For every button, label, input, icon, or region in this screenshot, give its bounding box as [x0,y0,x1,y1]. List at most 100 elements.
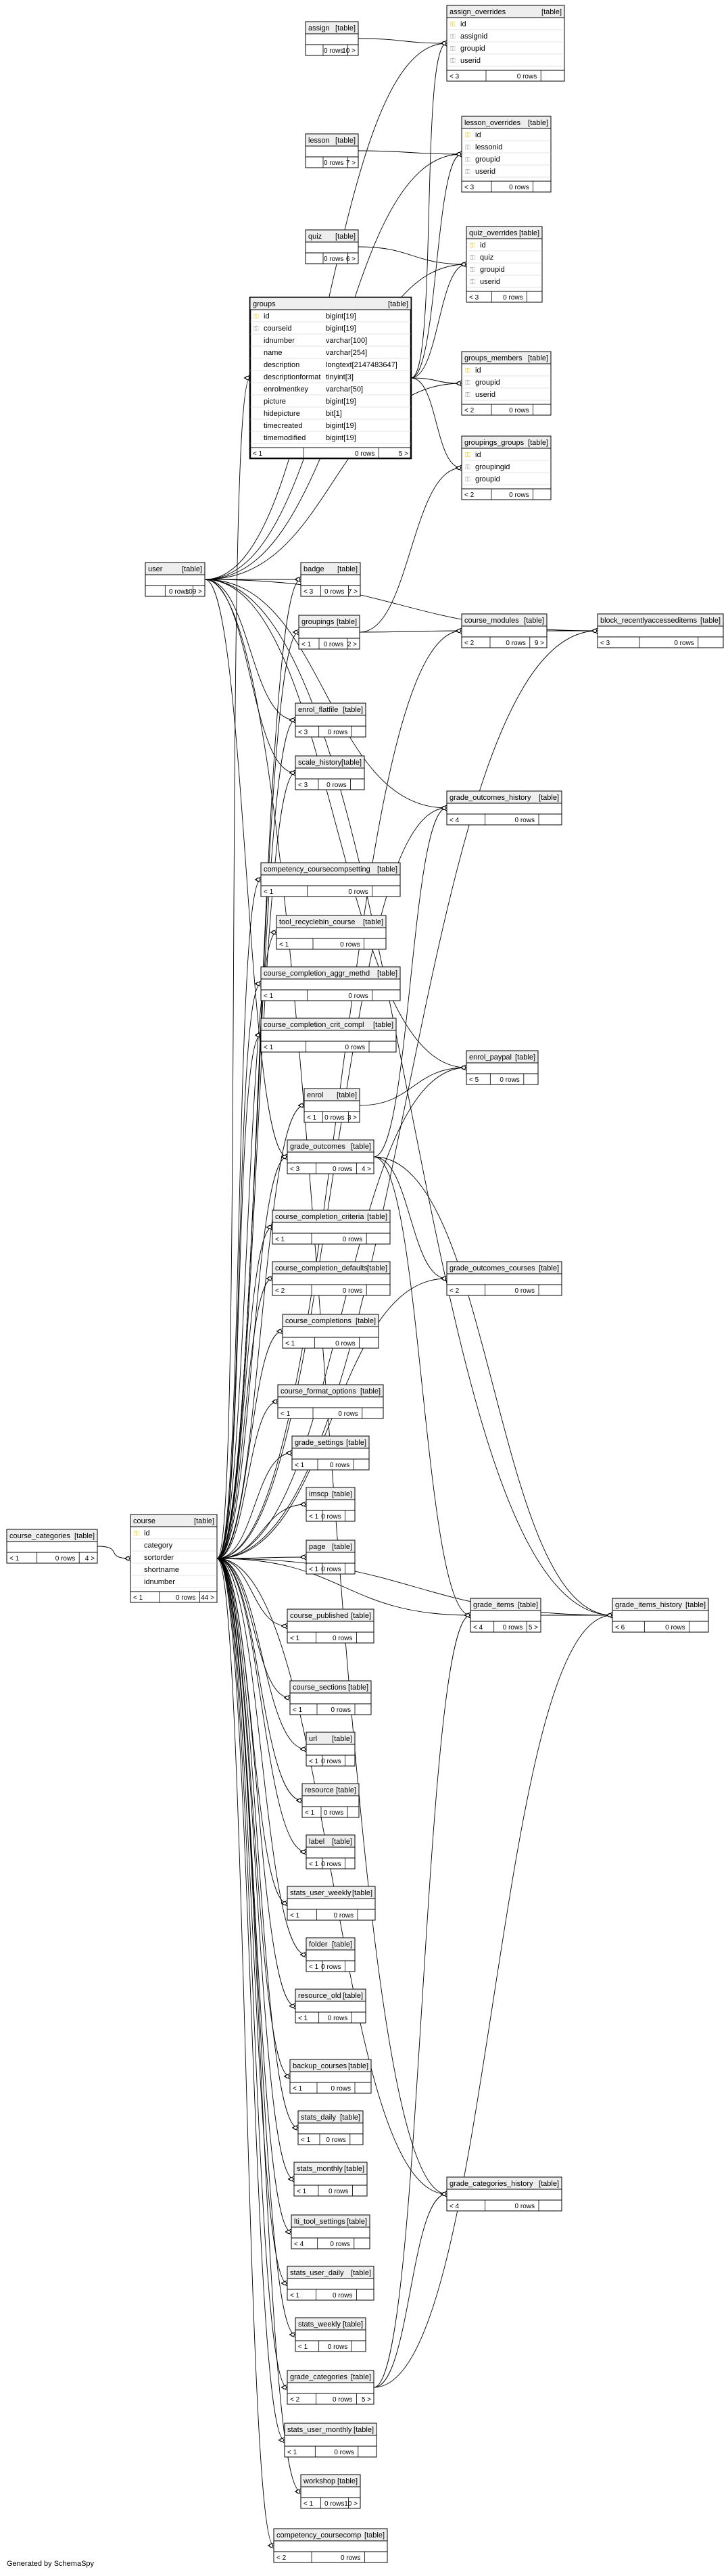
relationship-edge [216,1558,295,2180]
table-header-bg [301,563,360,575]
parent-count: < 1 [301,2137,311,2144]
parent-count: < 1 [307,1114,317,1122]
row-count: 0 rows [334,1912,354,1919]
child-count: 5 > [362,2396,371,2404]
table-name: grade_outcomes_courses [450,1264,535,1272]
table-groupings_groups[interactable]: groupings_groups[table]⚿id⚿groupingid⚿gr… [461,435,552,500]
row-count: 0 rows [517,73,537,80]
row-count: 0 rows [328,2015,347,2022]
parent-count: < 1 [295,1462,305,1469]
table-lesson_overrides[interactable]: lesson_overrides[table]⚿id⚿lessonid⚿grou… [461,116,552,193]
crowfoot-marker [281,2384,288,2391]
parent-count: < 1 [290,1635,300,1642]
crowfoot-marker [267,2542,274,2549]
crowfoot-marker [254,876,262,883]
table-name: grade_categories_history [450,2180,533,2188]
relationship-edge [204,579,447,809]
table-type-tag: [table] [341,759,362,767]
crowfoot-marker [299,1848,307,1855]
table-assign_overrides[interactable]: assign_overrides[table]⚿id⚿assignid⚿grou… [446,5,565,82]
table-header-bg [447,1262,562,1274]
table-header-bg [272,1262,390,1274]
row-count: 0 rows [321,1963,341,1971]
parent-count: < 1 [304,2500,314,2508]
column-type: tinyint[3] [326,373,354,381]
parent-count: < 3 [450,73,460,80]
column-name: id [144,1529,150,1537]
table-header-bg [295,703,366,715]
table-header-bg [287,2370,374,2383]
parent-count: < 1 [305,1809,315,1817]
relationship-edge [410,153,462,379]
parent-count: < 5 [469,1076,479,1084]
parent-count: < 1 [285,1340,295,1347]
table-name: grade_categories [290,2373,348,2381]
table-name: grade_settings [295,1439,344,1447]
table-name: tool_recyclebin_course [279,918,356,926]
table-type-tag: [table] [352,1889,372,1897]
table-name: grade_outcomes_history [450,794,531,802]
table-header-bg [145,563,205,575]
table-groups_members[interactable]: groups_members[table]⚿id⚿groupid⚿userid<… [461,351,552,416]
table-course[interactable]: course[table]⚿idcategorysortordershortna… [130,1514,218,1603]
table-type-tag: [table] [356,1317,376,1325]
table-type-tag: [table] [700,617,721,625]
column-name: id [475,451,481,459]
table-quiz_overrides[interactable]: quiz_overrides[table]⚿id⚿quiz⚿groupid⚿us… [466,226,543,303]
row-count: 0 rows [335,1340,355,1347]
column-name: userid [480,278,500,286]
crowfoot-marker [455,151,462,158]
relationship-edge [204,579,467,1068]
parent-count: < 1 [279,941,289,949]
